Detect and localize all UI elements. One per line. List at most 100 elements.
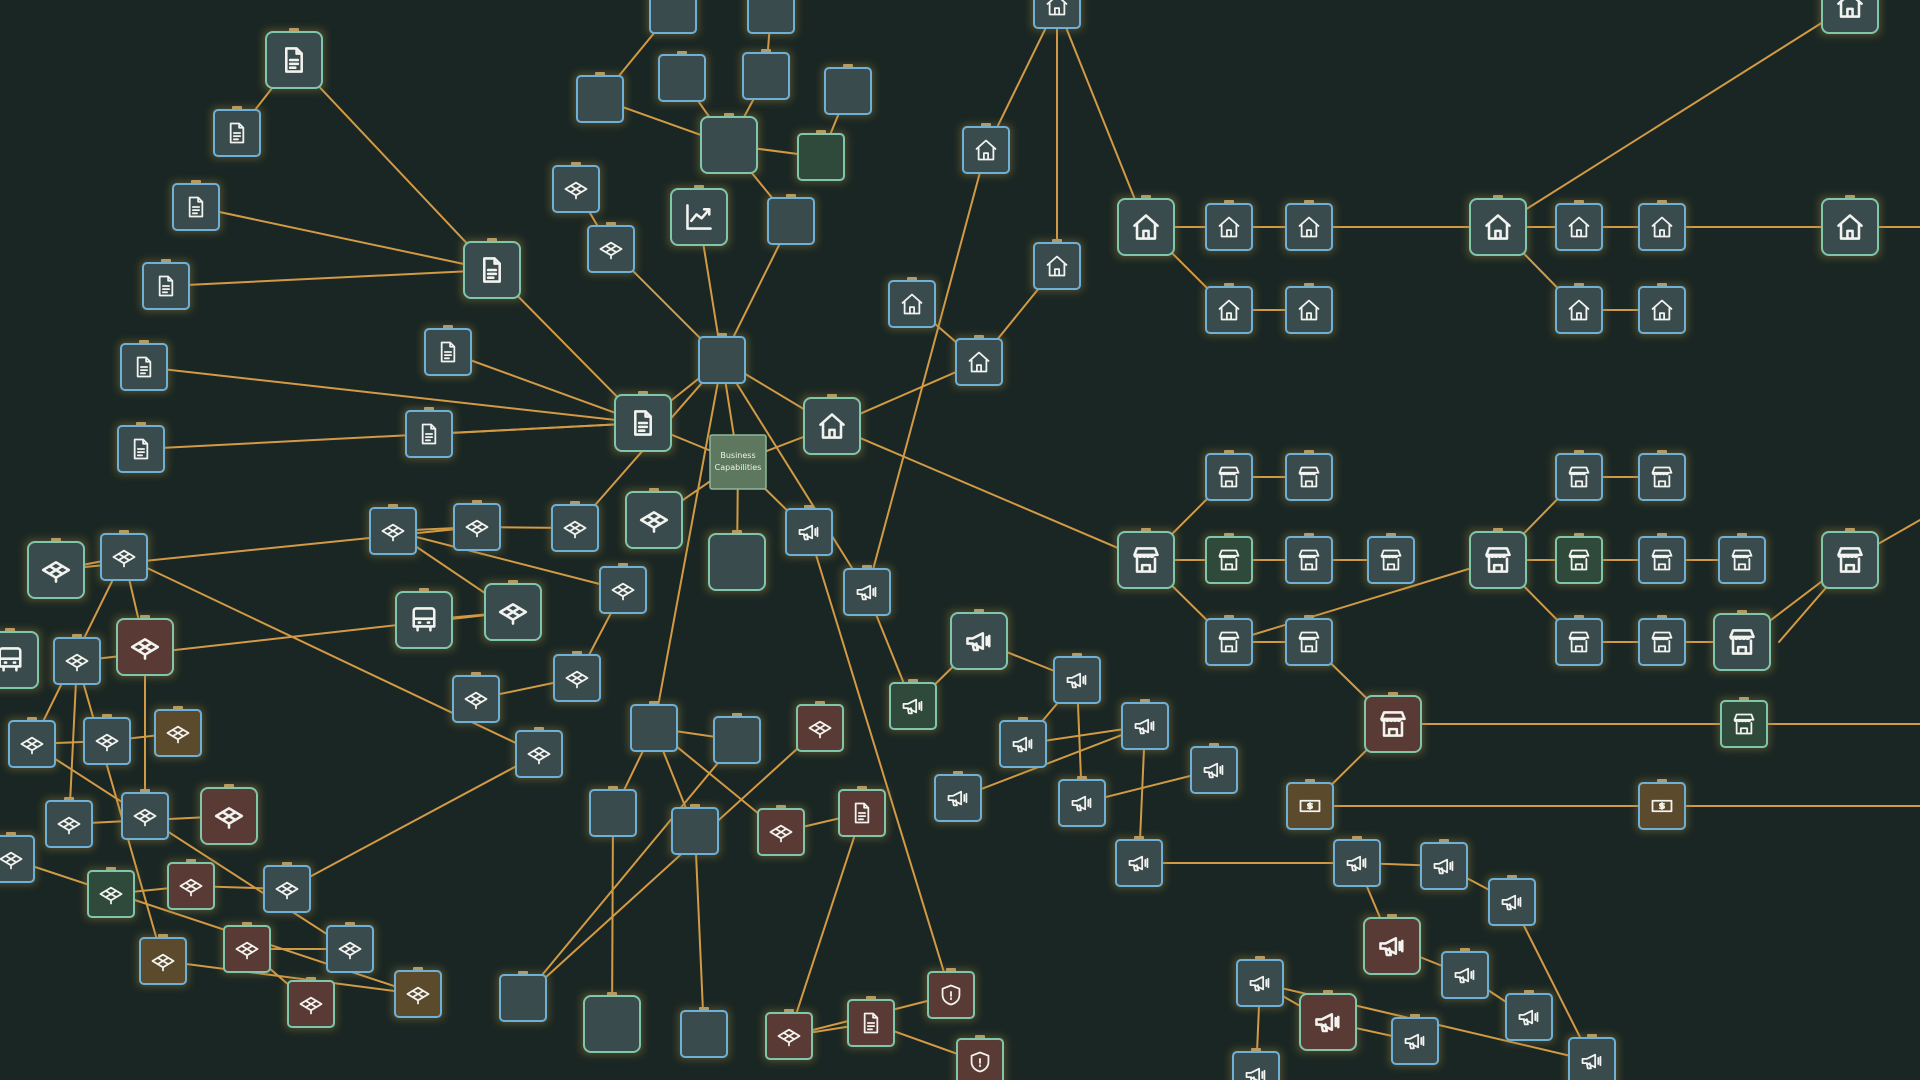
building-node[interactable] xyxy=(587,786,639,839)
store-node[interactable] xyxy=(1553,615,1605,668)
house-node[interactable] xyxy=(953,335,1005,388)
solar-panel-node[interactable] xyxy=(623,488,685,551)
document-node[interactable] xyxy=(403,407,455,460)
megaphone-node[interactable] xyxy=(783,505,835,558)
megaphone-node[interactable] xyxy=(887,679,939,732)
solar-panel-node[interactable] xyxy=(451,500,503,553)
solar-panel-node[interactable] xyxy=(585,222,637,275)
document-node[interactable] xyxy=(612,391,674,454)
solar-panel-node[interactable] xyxy=(119,789,171,842)
house-node[interactable] xyxy=(1115,195,1177,258)
store-node[interactable] xyxy=(1283,615,1335,668)
hammer-node[interactable] xyxy=(647,0,699,36)
house-node[interactable] xyxy=(1553,200,1605,253)
solar-panel-node[interactable] xyxy=(81,714,133,767)
house-node[interactable] xyxy=(801,394,863,457)
store-node[interactable] xyxy=(1283,533,1335,586)
house-node[interactable] xyxy=(1636,200,1688,253)
solar-panel-node[interactable] xyxy=(221,922,273,975)
hammer-node[interactable] xyxy=(740,49,792,102)
dollar-node[interactable] xyxy=(1284,779,1336,832)
house-node[interactable] xyxy=(886,277,938,330)
store-node[interactable] xyxy=(1362,692,1424,755)
solar-panel-node[interactable] xyxy=(550,162,602,215)
document-node[interactable] xyxy=(170,180,222,233)
megaphone-node[interactable] xyxy=(1297,990,1359,1053)
hammer-node[interactable] xyxy=(656,51,708,104)
megaphone-node[interactable] xyxy=(1566,1034,1618,1080)
building-node[interactable] xyxy=(678,1007,730,1060)
megaphone-node[interactable] xyxy=(1113,836,1165,889)
store-node[interactable] xyxy=(1203,533,1255,586)
document-node[interactable] xyxy=(263,28,325,91)
document-node[interactable] xyxy=(461,238,523,301)
store-node[interactable] xyxy=(1636,450,1688,503)
house-node[interactable] xyxy=(1636,283,1688,336)
solar-panel-node[interactable] xyxy=(450,672,502,725)
solar-panel-node[interactable] xyxy=(392,967,444,1020)
solar-panel-node[interactable] xyxy=(324,922,376,975)
document-node[interactable] xyxy=(115,422,167,475)
house-node[interactable] xyxy=(1203,283,1255,336)
house-node[interactable] xyxy=(1031,239,1083,292)
solar-panel-node[interactable] xyxy=(597,563,649,616)
store-node[interactable] xyxy=(1467,528,1529,591)
hammer-node[interactable] xyxy=(822,64,874,117)
solar-panel-node[interactable] xyxy=(482,580,544,643)
house-node[interactable] xyxy=(960,123,1012,176)
building-node[interactable] xyxy=(711,713,763,766)
store-node[interactable] xyxy=(1365,533,1417,586)
solar-panel-node[interactable] xyxy=(6,717,58,770)
megaphone-node[interactable] xyxy=(1188,743,1240,796)
house-node[interactable] xyxy=(1819,0,1881,36)
megaphone-node[interactable] xyxy=(1486,875,1538,928)
solar-panel-node[interactable] xyxy=(0,832,37,885)
solar-panel-node[interactable] xyxy=(198,784,260,847)
megaphone-node[interactable] xyxy=(948,609,1010,672)
store-node[interactable] xyxy=(1203,450,1255,503)
solar-panel-node[interactable] xyxy=(98,530,150,583)
megaphone-node[interactable] xyxy=(1503,990,1555,1043)
hammer-node[interactable] xyxy=(745,0,797,36)
solar-panel-node[interactable] xyxy=(763,1009,815,1062)
hammer-node[interactable] xyxy=(698,113,760,176)
hammer-node[interactable] xyxy=(696,333,748,386)
solar-panel-node[interactable] xyxy=(551,651,603,704)
store-node[interactable] xyxy=(1718,697,1770,750)
store-node[interactable] xyxy=(1203,615,1255,668)
document-node[interactable] xyxy=(118,340,170,393)
solar-panel-node[interactable] xyxy=(755,805,807,858)
bus-node[interactable] xyxy=(393,588,455,651)
store-node[interactable] xyxy=(1711,610,1773,673)
solar-panel-node[interactable] xyxy=(152,706,204,759)
house-node[interactable] xyxy=(1283,200,1335,253)
megaphone-node[interactable] xyxy=(1234,956,1286,1009)
document-node[interactable] xyxy=(422,325,474,378)
building-node[interactable] xyxy=(706,530,768,593)
solar-panel-node[interactable] xyxy=(137,934,189,987)
megaphone-node[interactable] xyxy=(1331,836,1383,889)
center-node[interactable]: Business Capabilities xyxy=(709,434,767,490)
chart-node[interactable] xyxy=(668,185,730,248)
house-node[interactable] xyxy=(1031,0,1083,31)
megaphone-node[interactable] xyxy=(1051,653,1103,706)
building-node[interactable] xyxy=(628,701,680,754)
megaphone-node[interactable] xyxy=(1389,1014,1441,1067)
store-node[interactable] xyxy=(1716,533,1768,586)
solar-panel-node[interactable] xyxy=(165,859,217,912)
solar-panel-node[interactable] xyxy=(85,867,137,920)
solar-panel-node[interactable] xyxy=(549,501,601,554)
megaphone-node[interactable] xyxy=(1439,948,1491,1001)
dollar-node[interactable] xyxy=(1636,779,1688,832)
megaphone-node[interactable] xyxy=(1056,776,1108,829)
hammer-node[interactable] xyxy=(795,130,847,183)
store-node[interactable] xyxy=(1553,450,1605,503)
bus-node[interactable] xyxy=(0,628,41,691)
shield-node[interactable] xyxy=(925,968,977,1021)
megaphone-node[interactable] xyxy=(1230,1048,1282,1080)
store-node[interactable] xyxy=(1636,533,1688,586)
building-node[interactable] xyxy=(581,992,643,1055)
solar-panel-node[interactable] xyxy=(114,615,176,678)
solar-panel-node[interactable] xyxy=(43,797,95,850)
house-node[interactable] xyxy=(1467,195,1529,258)
